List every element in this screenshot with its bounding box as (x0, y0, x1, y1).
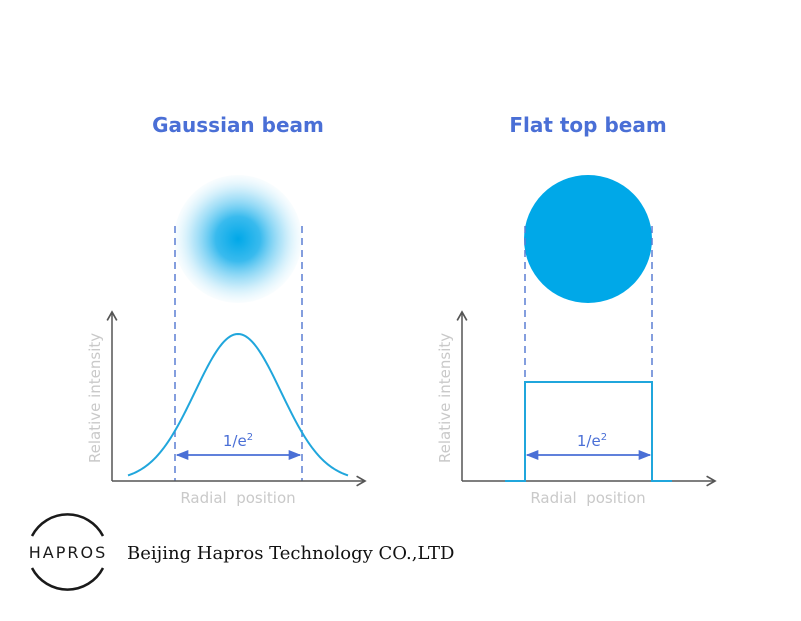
logo-bottom-arc (30, 567, 105, 591)
gaussian-profile-curve (127, 332, 349, 477)
flattop-beam-spot (524, 175, 652, 303)
gaussian-title: Gaussian beam (152, 113, 324, 137)
gaussian-width-label: 1/e2 (223, 432, 253, 450)
flattop-width-label: 1/e2 (577, 432, 607, 450)
gaussian-x-axis-label: Radial position (180, 489, 295, 507)
flattop-x-axis-label: Radial position (530, 489, 645, 507)
company-footer: HAPROS Beijing Hapros Technology CO.,LTD (29, 513, 454, 591)
logo-top-arc (30, 513, 105, 537)
gaussian-y-axis-label: Relative intensity (86, 333, 104, 463)
gaussian-panel: Gaussian beam 1/e2 Relative intensity Ra… (86, 113, 367, 507)
gaussian-beam-spot (174, 175, 302, 303)
flattop-profile-curve (505, 381, 672, 482)
flattop-title: Flat top beam (509, 113, 666, 137)
logo-text: HAPROS (29, 543, 108, 562)
flattop-y-axis-label: Relative intensity (436, 333, 454, 463)
flattop-panel: Flat top beam 1/e2 Relative intensity Ra… (436, 113, 717, 507)
company-name: Beijing Hapros Technology CO.,LTD (127, 543, 454, 564)
hapros-logo: HAPROS (29, 513, 108, 591)
